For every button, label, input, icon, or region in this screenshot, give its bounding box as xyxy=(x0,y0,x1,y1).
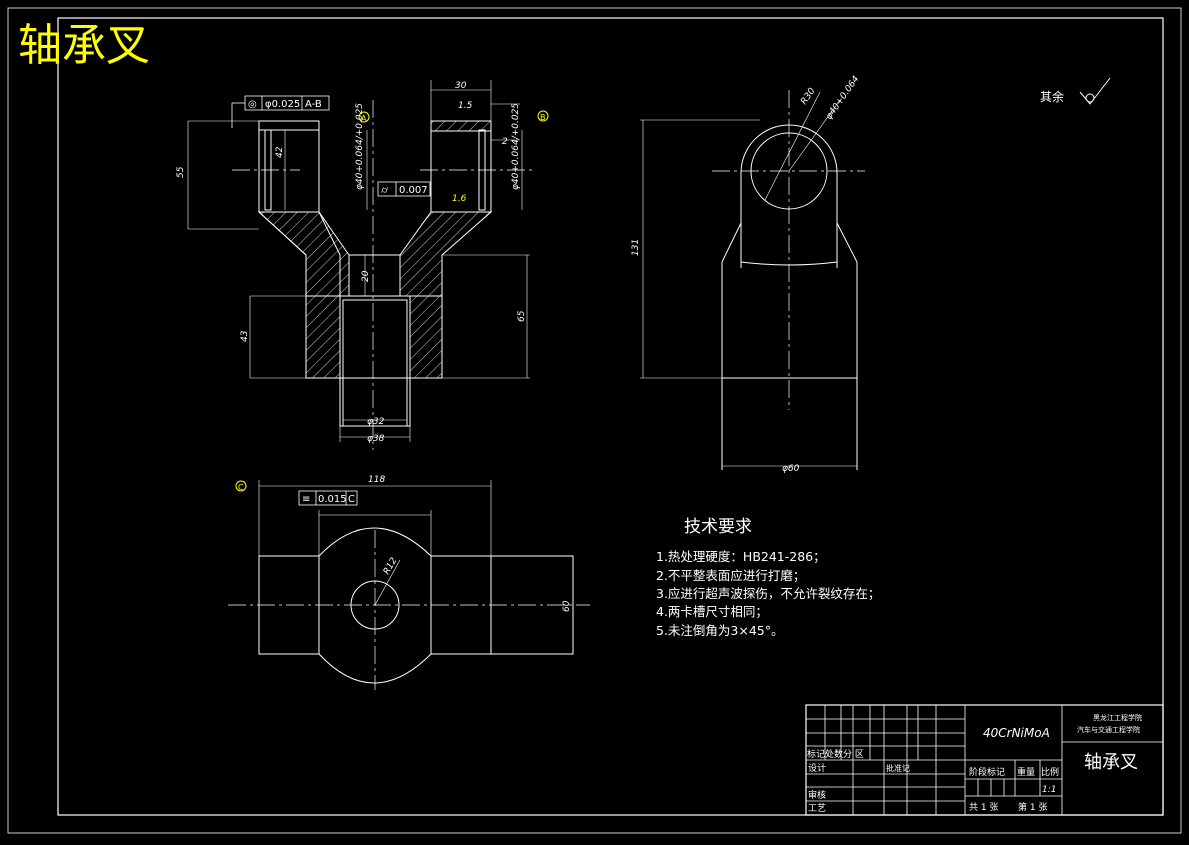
svg-text:φ40+0.064/+0.025: φ40+0.064/+0.025 xyxy=(511,103,521,190)
svg-text:20: 20 xyxy=(361,270,371,282)
dim-118: 118 xyxy=(368,475,385,485)
svg-text:φ38: φ38 xyxy=(367,434,385,444)
symmetry-symbol: ≡ xyxy=(302,494,310,505)
runout-datum: A-B xyxy=(305,99,322,110)
part-name: 轴承叉 xyxy=(1084,752,1138,773)
svg-text:其余: 其余 xyxy=(1040,89,1064,104)
sheets-total: 共 1 张 xyxy=(969,802,998,813)
cylindricity-symbol: ⌭ xyxy=(381,185,389,196)
title-block xyxy=(805,704,1164,816)
datum-b: B xyxy=(537,110,549,122)
outer-border xyxy=(7,7,1182,834)
school-line1: 黑龙江工程学院 xyxy=(1093,713,1142,722)
requirement-3: 3.应进行超声波探伤，不允许裂纹存在； xyxy=(656,586,880,601)
svg-text:C: C xyxy=(238,483,244,492)
dim-side-fit: φ40+0.064 xyxy=(824,74,861,121)
side-view xyxy=(640,90,865,470)
runout-frame xyxy=(231,95,330,128)
svg-text:φ40+0.064/+0.025: φ40+0.064/+0.025 xyxy=(355,103,365,190)
svg-text:55: 55 xyxy=(176,166,186,178)
front-section-view xyxy=(187,80,535,450)
dim-r12: R12 xyxy=(382,556,400,577)
requirement-1: 1.热处理硬度：HB241-286； xyxy=(656,549,826,564)
symmetry-value: 0.015 xyxy=(318,494,347,505)
svg-text:42: 42 xyxy=(275,146,285,158)
sheet-no: 第 1 张 xyxy=(1018,801,1047,813)
requirement-5: 5.未注倒角为3×45°。 xyxy=(656,623,784,638)
cylindricity-frame xyxy=(377,181,431,197)
top-view xyxy=(228,480,590,690)
label-craft: 工艺 xyxy=(808,803,826,814)
requirement-4: 4.两卡槽尺寸相同； xyxy=(656,604,768,619)
label-review: 审核 xyxy=(808,789,826,801)
svg-text:A: A xyxy=(361,114,367,123)
label-mark-row: 标记处数分 区 xyxy=(807,748,864,760)
label-approve: 批准记 xyxy=(886,763,910,773)
symmetry-datum: C xyxy=(348,494,355,505)
svg-text:2: 2 xyxy=(502,137,508,147)
svg-text:65: 65 xyxy=(517,310,527,322)
runout-value: φ0.025 xyxy=(265,99,300,110)
requirements-heading: 技术要求 xyxy=(684,517,752,537)
datum-c: C xyxy=(235,480,247,492)
dim-131: 131 xyxy=(631,239,641,256)
svg-text:B: B xyxy=(540,113,546,122)
runout-symbol: ◎ xyxy=(248,99,257,110)
front-view-dimensions: 30 1.5 2 1.6 55 42 φ40+0.064/+0.025 φ40+… xyxy=(176,81,527,444)
corner-title: 轴承叉 xyxy=(18,20,150,71)
dim-phi60: φ60 xyxy=(782,464,800,474)
school-line2: 汽车与交通工程学院 xyxy=(1077,725,1140,734)
label-weight: 重量 xyxy=(1017,766,1035,778)
svg-text:1.6: 1.6 xyxy=(452,194,467,204)
technical-requirements: 技术要求 1.热处理硬度：HB241-286； 2.不平整表面应进行打磨； 3.… xyxy=(656,517,880,638)
scale-value: 1:1 xyxy=(1042,785,1056,795)
inner-border xyxy=(57,17,1164,816)
svg-text:43: 43 xyxy=(240,330,250,342)
label-design: 设计 xyxy=(808,762,826,774)
svg-text:30: 30 xyxy=(455,81,467,91)
dim-60: 60 xyxy=(562,600,572,612)
label-stage-mark: 阶段标记 xyxy=(969,766,1005,778)
cylindricity-value: 0.007 xyxy=(399,185,428,196)
datum-a: A xyxy=(358,111,370,123)
svg-text:1.5: 1.5 xyxy=(458,101,473,111)
dim-r30: R30 xyxy=(799,86,818,106)
label-scale: 比例 xyxy=(1041,766,1059,778)
requirement-2: 2.不平整表面应进行打磨； xyxy=(656,568,805,583)
title-block-text: 40CrNiMoA 黑龙江工程学院 汽车与交通工程学院 轴承叉 标记处数分 区 … xyxy=(807,713,1142,814)
roughness-note: 其余 xyxy=(1040,77,1111,105)
svg-text:φ32: φ32 xyxy=(367,417,385,427)
symmetry-frame xyxy=(298,490,358,506)
material: 40CrNiMoA xyxy=(983,726,1050,740)
